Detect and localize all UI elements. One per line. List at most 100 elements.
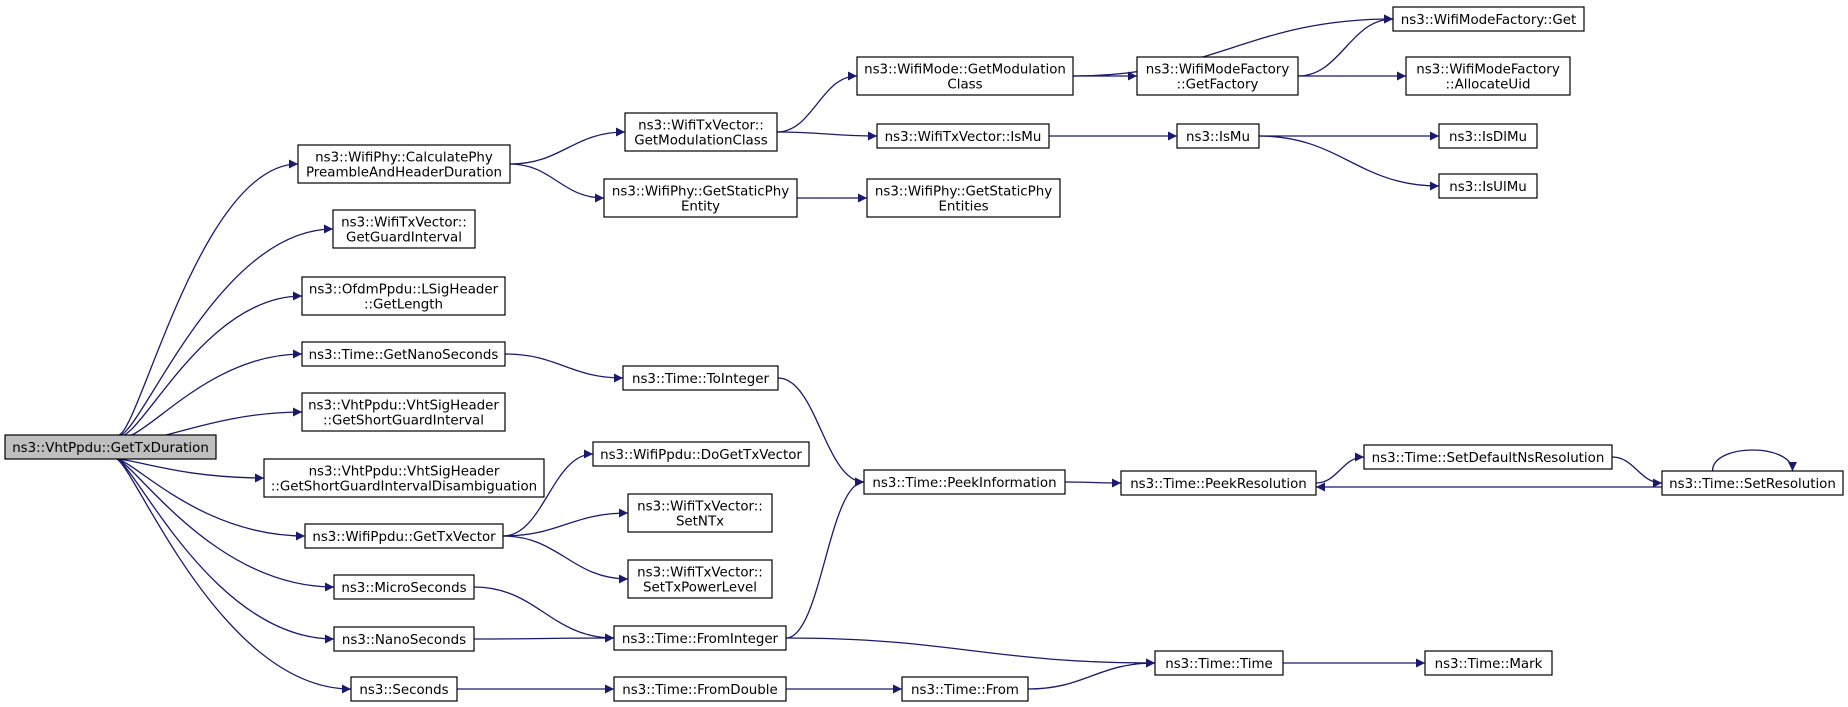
edge-root-to-guardInt bbox=[116, 224, 334, 436]
node-setTxPow[interactable]: ns3::WifiTxVector::SetTxPowerLevel bbox=[627, 559, 773, 599]
node-isUlMu[interactable]: ns3::IsUlMu bbox=[1438, 173, 1538, 199]
node-micro[interactable]: ns3::MicroSeconds bbox=[333, 574, 475, 600]
edge-toInteger-to-peekInfo bbox=[777, 377, 865, 487]
node-setRes[interactable]: ns3::Time::SetResolution bbox=[1661, 470, 1844, 496]
node-box bbox=[304, 523, 504, 549]
edge-root-to-micro bbox=[116, 458, 335, 592]
node-peekInfo[interactable]: ns3::Time::PeekInformation bbox=[863, 469, 1066, 495]
node-guardInt[interactable]: ns3::WifiTxVector::GetGuardInterval bbox=[332, 209, 476, 249]
node-box bbox=[1405, 56, 1571, 96]
node-label-line: ns3::NanoSeconds bbox=[342, 633, 466, 648]
edge-calcPhy-to-staticPhy bbox=[509, 163, 605, 203]
node-box bbox=[1136, 56, 1299, 96]
node-seconds[interactable]: ns3::Seconds bbox=[350, 676, 458, 702]
node-shortGIDis[interactable]: ns3::VhtPpdu::VhtSigHeader::GetShortGuar… bbox=[263, 458, 545, 498]
node-label-line: Entity bbox=[681, 200, 720, 215]
node-box bbox=[856, 56, 1074, 96]
node-factGetFact[interactable]: ns3::WifiModeFactory::GetFactory bbox=[1136, 56, 1299, 96]
node-label-line: ns3::VhtPpdu::VhtSigHeader bbox=[308, 399, 499, 414]
node-fromDouble[interactable]: ns3::Time::FromDouble bbox=[613, 676, 787, 702]
node-label-line: ns3::Time::FromDouble bbox=[622, 683, 777, 698]
edge-root-to-wifiGetTx bbox=[116, 458, 306, 541]
node-isMu[interactable]: ns3::IsMu bbox=[1176, 123, 1260, 149]
node-box bbox=[863, 469, 1066, 495]
edge-root-to-seconds bbox=[116, 458, 352, 694]
node-wifiGetTx[interactable]: ns3::WifiPpdu::GetTxVector bbox=[304, 523, 504, 549]
node-label-line: ns3::Time::PeekInformation bbox=[872, 476, 1056, 491]
node-mark[interactable]: ns3::Time::Mark bbox=[1424, 650, 1553, 676]
edge-root-to-shortGIDis bbox=[116, 458, 265, 483]
node-label-line: ns3::MicroSeconds bbox=[341, 581, 466, 596]
node-box bbox=[301, 276, 506, 316]
edge-txGetMod-to-modeGetMod bbox=[776, 71, 858, 133]
node-label-line: GetGuardInterval bbox=[346, 231, 462, 246]
node-label-line: Class bbox=[947, 78, 982, 93]
edge-setDefRes-to-setRes bbox=[1611, 456, 1663, 488]
node-box bbox=[613, 625, 787, 651]
node-box bbox=[1154, 650, 1284, 676]
edge-wifiGetTx-to-setNTx bbox=[502, 508, 629, 537]
edge-root-to-calcPhy bbox=[116, 159, 299, 436]
node-factGet[interactable]: ns3::WifiModeFactory::Get bbox=[1392, 6, 1585, 32]
node-setDefRes[interactable]: ns3::Time::SetDefaultNsResolution bbox=[1363, 444, 1613, 470]
node-label-line: ns3::Time::FromInteger bbox=[622, 632, 779, 647]
edge-modeGetMod-to-factGet bbox=[1072, 14, 1394, 77]
node-label-line: ns3::Time::ToInteger bbox=[632, 372, 770, 387]
edge-isMu-to-isUlMu bbox=[1258, 135, 1440, 191]
node-label-line: ns3::Time::From bbox=[911, 683, 1019, 698]
node-box bbox=[333, 574, 475, 600]
node-label-line: ns3::WifiTxVector:: bbox=[341, 216, 467, 231]
node-box bbox=[627, 493, 773, 533]
node-label-line: ns3::WifiPhy::GetStaticPhy bbox=[875, 185, 1052, 200]
edge-calcPhy-to-txGetMod bbox=[509, 127, 626, 165]
node-box bbox=[1363, 444, 1613, 470]
node-label-line: ::GetShortGuardInterval bbox=[323, 414, 484, 429]
node-allocUid[interactable]: ns3::WifiModeFactory::AllocateUid bbox=[1405, 56, 1571, 96]
edge-from-to-time bbox=[1027, 658, 1156, 690]
node-txIsMu[interactable]: ns3::WifiTxVector::IsMu bbox=[876, 123, 1050, 149]
edge-nano-to-fromInt bbox=[473, 633, 615, 643]
node-modeGetMod[interactable]: ns3::WifiMode::GetModulationClass bbox=[856, 56, 1074, 96]
edge-getNano-to-toInteger bbox=[504, 353, 624, 383]
node-label-line: ns3::Time::PeekResolution bbox=[1130, 477, 1307, 492]
node-time[interactable]: ns3::Time::Time bbox=[1154, 650, 1284, 676]
node-label-line: SetNTx bbox=[676, 515, 724, 530]
node-label-line: ns3::WifiTxVector:: bbox=[637, 500, 763, 515]
node-lsigLen[interactable]: ns3::OfdmPpdu::LSigHeader::GetLength bbox=[301, 276, 506, 316]
node-label-line: ns3::Time::Mark bbox=[1435, 657, 1543, 672]
node-label-line: ns3::IsMu bbox=[1186, 130, 1250, 145]
node-label-line: ns3::WifiPhy::CalculatePhy bbox=[315, 151, 493, 166]
node-box bbox=[1438, 173, 1538, 199]
edge-fromInt-to-time bbox=[785, 637, 1156, 668]
node-box bbox=[1392, 6, 1585, 32]
node-box bbox=[627, 559, 773, 599]
node-box bbox=[624, 112, 778, 152]
node-toInteger[interactable]: ns3::Time::ToInteger bbox=[622, 365, 779, 391]
node-from[interactable]: ns3::Time::From bbox=[901, 676, 1029, 702]
node-label-line: ns3::Time::SetResolution bbox=[1669, 477, 1836, 492]
node-root[interactable]: ns3::VhtPpdu::GetTxDuration bbox=[4, 434, 217, 460]
node-isDlMu[interactable]: ns3::IsDlMu bbox=[1438, 123, 1538, 149]
node-label-line: ns3::WifiModeFactory bbox=[1146, 63, 1290, 78]
node-label-line: ns3::VhtPpdu::GetTxDuration bbox=[12, 441, 209, 456]
node-doGetTx[interactable]: ns3::WifiPpdu::DoGetTxVector bbox=[592, 441, 810, 467]
node-nano[interactable]: ns3::NanoSeconds bbox=[333, 626, 475, 652]
node-txGetMod[interactable]: ns3::WifiTxVector::GetModulationClass bbox=[624, 112, 778, 152]
node-label-line: ns3::WifiModeFactory::Get bbox=[1401, 13, 1576, 28]
node-peekRes[interactable]: ns3::Time::PeekResolution bbox=[1120, 470, 1317, 496]
node-fromInt[interactable]: ns3::Time::FromInteger bbox=[613, 625, 787, 651]
node-calcPhy[interactable]: ns3::WifiPhy::CalculatePhyPreambleAndHea… bbox=[297, 144, 511, 184]
node-box bbox=[1176, 123, 1260, 149]
node-box bbox=[622, 365, 779, 391]
node-label-line: ns3::IsUlMu bbox=[1449, 180, 1527, 195]
node-getNano[interactable]: ns3::Time::GetNanoSeconds bbox=[301, 341, 506, 367]
node-setNTx[interactable]: ns3::WifiTxVector::SetNTx bbox=[627, 493, 773, 533]
node-shortGI[interactable]: ns3::VhtPpdu::VhtSigHeader::GetShortGuar… bbox=[301, 392, 506, 432]
node-box bbox=[301, 392, 506, 432]
edge-micro-to-fromInt bbox=[473, 586, 615, 643]
node-label-line: ns3::VhtPpdu::VhtSigHeader bbox=[309, 465, 500, 480]
node-box bbox=[603, 178, 798, 218]
node-label-line: ns3::WifiPhy::GetStaticPhy bbox=[612, 185, 789, 200]
